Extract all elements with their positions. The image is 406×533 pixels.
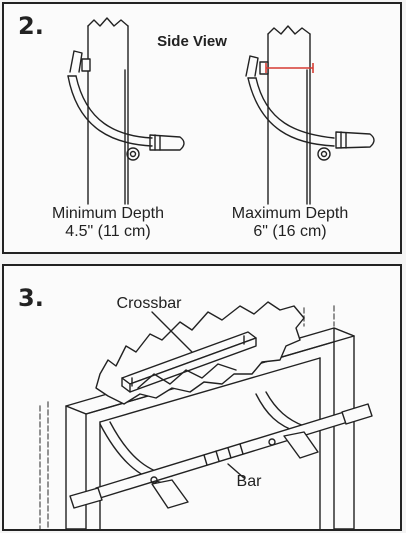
min-depth-label: Minimum Depth bbox=[51, 205, 165, 222]
bar-label: Bar bbox=[236, 473, 262, 490]
step-number-3: 3. bbox=[18, 284, 44, 312]
right-bar-mount bbox=[245, 55, 375, 161]
max-depth-value: 6" (16 cm) bbox=[253, 223, 327, 240]
crossbar-label: Crossbar bbox=[116, 295, 182, 312]
step-number-2: 2. bbox=[18, 12, 44, 40]
assembly-panel: 3. bbox=[2, 264, 402, 531]
left-bar-mount bbox=[67, 50, 185, 161]
assembly-illustration bbox=[39, 301, 373, 529]
bar-leader bbox=[227, 463, 245, 479]
min-depth-value: 4.5" (11 cm) bbox=[65, 223, 151, 240]
side-view-title: Side View bbox=[157, 33, 227, 50]
side-view-panel: 2. bbox=[2, 2, 402, 254]
crossbar-leader bbox=[151, 311, 193, 353]
side-view-illustration bbox=[67, 17, 375, 205]
max-depth-measure-line bbox=[265, 63, 314, 73]
crossbar bbox=[121, 331, 257, 393]
grips bbox=[69, 403, 373, 509]
max-depth-label: Maximum Depth bbox=[231, 205, 349, 222]
left-door-frame bbox=[87, 17, 129, 205]
